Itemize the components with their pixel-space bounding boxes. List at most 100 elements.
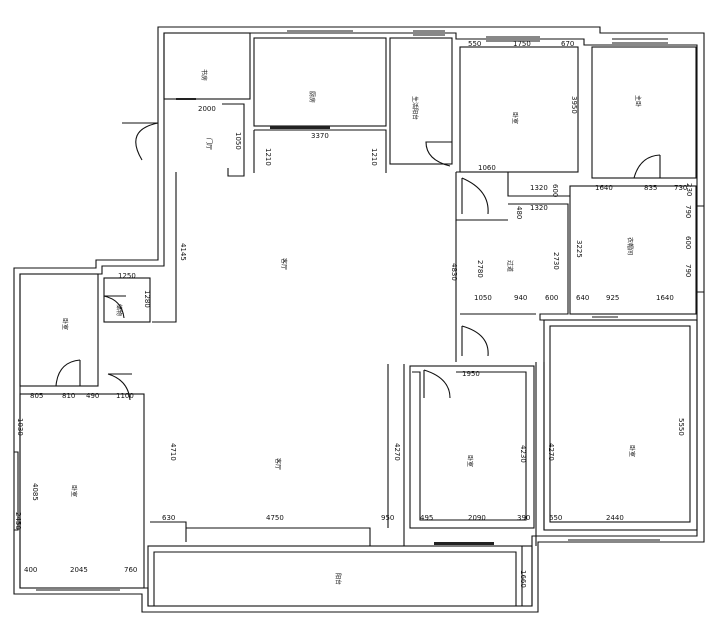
dim-925: 925 (606, 294, 619, 302)
dim-1660: 1660 (519, 570, 527, 588)
dim-640: 640 (576, 294, 589, 302)
bedroom-left-room (19, 393, 145, 589)
dim-790a: 790 (684, 205, 692, 218)
kitchen-counter (253, 129, 387, 173)
master-door-arc-top (633, 154, 661, 179)
bedroom-mid-door-arc (423, 369, 451, 399)
dim-835: 835 (644, 184, 657, 192)
dim-230: 230 (685, 183, 693, 196)
dim-1950: 1950 (462, 370, 480, 378)
dim-760: 760 (124, 566, 137, 574)
storage-door-arc (103, 295, 126, 319)
cloak-room (569, 185, 697, 315)
study-bar (176, 98, 196, 100)
dim-550: 550 (468, 40, 481, 48)
top-balcony-room (389, 37, 453, 165)
dim-810: 810 (62, 392, 75, 400)
corridor-door-arc (461, 177, 489, 215)
dim-730: 730 (674, 184, 687, 192)
master-top-room (591, 46, 697, 179)
room-bedroom-right-label: 卧室 (628, 445, 636, 457)
dim-650: 650 (549, 514, 562, 522)
dim-4270b: 4270 (547, 443, 555, 461)
dim-495: 495 (420, 514, 433, 522)
dim-4710: 4710 (169, 443, 177, 461)
room-study-label: 书房 (200, 69, 208, 81)
dim-1280: 1280 (143, 290, 151, 308)
living-left-wall (152, 172, 177, 323)
dim-600b: 600 (684, 236, 692, 249)
bedroom-vertical-walls (387, 362, 545, 546)
bottom-balcony (147, 545, 533, 607)
dim-600a: 600 (551, 184, 559, 197)
balcony-railing (153, 546, 523, 606)
dim-2045: 2045 (70, 566, 88, 574)
dim-670: 670 (561, 40, 574, 48)
bedroom-mid-detail (412, 371, 527, 521)
dim-3370: 3370 (311, 132, 329, 140)
dim-1050: 1050 (234, 132, 242, 150)
dim-4145: 4145 (179, 243, 187, 261)
room-balcony-bottom-label: 阳台 (334, 573, 342, 585)
dim-1210b: 1210 (370, 148, 378, 166)
dim-1640a: 1640 (595, 184, 613, 192)
dim-1060: 1060 (478, 164, 496, 172)
bedroom-door-arc-top (425, 141, 452, 167)
bedroom-right-room (543, 319, 698, 531)
dim-3225: 3225 (575, 240, 583, 258)
room-kitchen-label: 厨房 (308, 91, 316, 103)
dim-790b: 790 (684, 264, 692, 277)
dim-4750: 4750 (266, 514, 284, 522)
entry-door-arc (122, 122, 159, 161)
room-bedroom-top-label: 卧室 (511, 112, 519, 124)
dim-480: 480 (515, 206, 523, 219)
dim-5550: 5550 (677, 418, 685, 436)
dim-600c: 600 (545, 294, 558, 302)
dim-1640b: 1640 (656, 294, 674, 302)
right-door-arc (461, 325, 489, 357)
bedroom-right-inner (549, 325, 691, 523)
left-room (19, 273, 99, 387)
window-top (287, 26, 704, 318)
dim-1250: 1250 (118, 272, 136, 280)
dim-4085: 4085 (31, 483, 39, 501)
dim-630: 630 (162, 514, 175, 522)
room-storage-label: 储物 (115, 304, 123, 316)
kitchen-room (253, 37, 387, 127)
dim-1100: 1100 (116, 392, 134, 400)
dim-950: 950 (381, 514, 394, 522)
dim-1050b: 1050 (474, 294, 492, 302)
dim-4230: 4230 (519, 445, 527, 463)
dim-1320a: 1320 (530, 184, 548, 192)
room-entry-label: 门厅 (205, 138, 213, 150)
room-bedroom-left-label: 卧室 (70, 485, 78, 497)
room-bedroom-mid-label: 卧室 (466, 455, 474, 467)
room-cloak-label: 衣帽间 (626, 237, 634, 255)
living-bottom-wall (150, 521, 404, 547)
dim-2440: 2440 (606, 514, 624, 522)
dim-490: 490 (86, 392, 99, 400)
dim-3950: 3950 (570, 96, 578, 114)
dim-1320b: 1320 (530, 204, 548, 212)
dim-2780: 2780 (476, 260, 484, 278)
storage-room (103, 277, 151, 323)
bedroom-top-room (459, 46, 579, 173)
room-master-top-label: 主卧 (634, 95, 642, 107)
dim-2730: 2730 (552, 252, 560, 270)
entry-wall (222, 103, 245, 177)
room-corridor-label: 过道 (506, 260, 514, 272)
dim-1210a: 1210 (264, 148, 272, 166)
room-living-label: 客厅 (280, 258, 288, 270)
dim-2450: 2450 (14, 512, 22, 530)
room-living2-label: 客厅 (274, 458, 282, 470)
window-bottom (14, 451, 660, 595)
dim-1030: 1030 (16, 418, 24, 436)
dim-4270a: 4270 (393, 443, 401, 461)
room-balcony-top-label: 生活阳台 (411, 96, 419, 120)
dim-1750: 1750 (513, 40, 531, 48)
bedroom-mid-room (409, 365, 535, 529)
kitchen-window-bar (270, 126, 330, 129)
dim-400: 400 (24, 566, 37, 574)
study-room (163, 32, 251, 100)
